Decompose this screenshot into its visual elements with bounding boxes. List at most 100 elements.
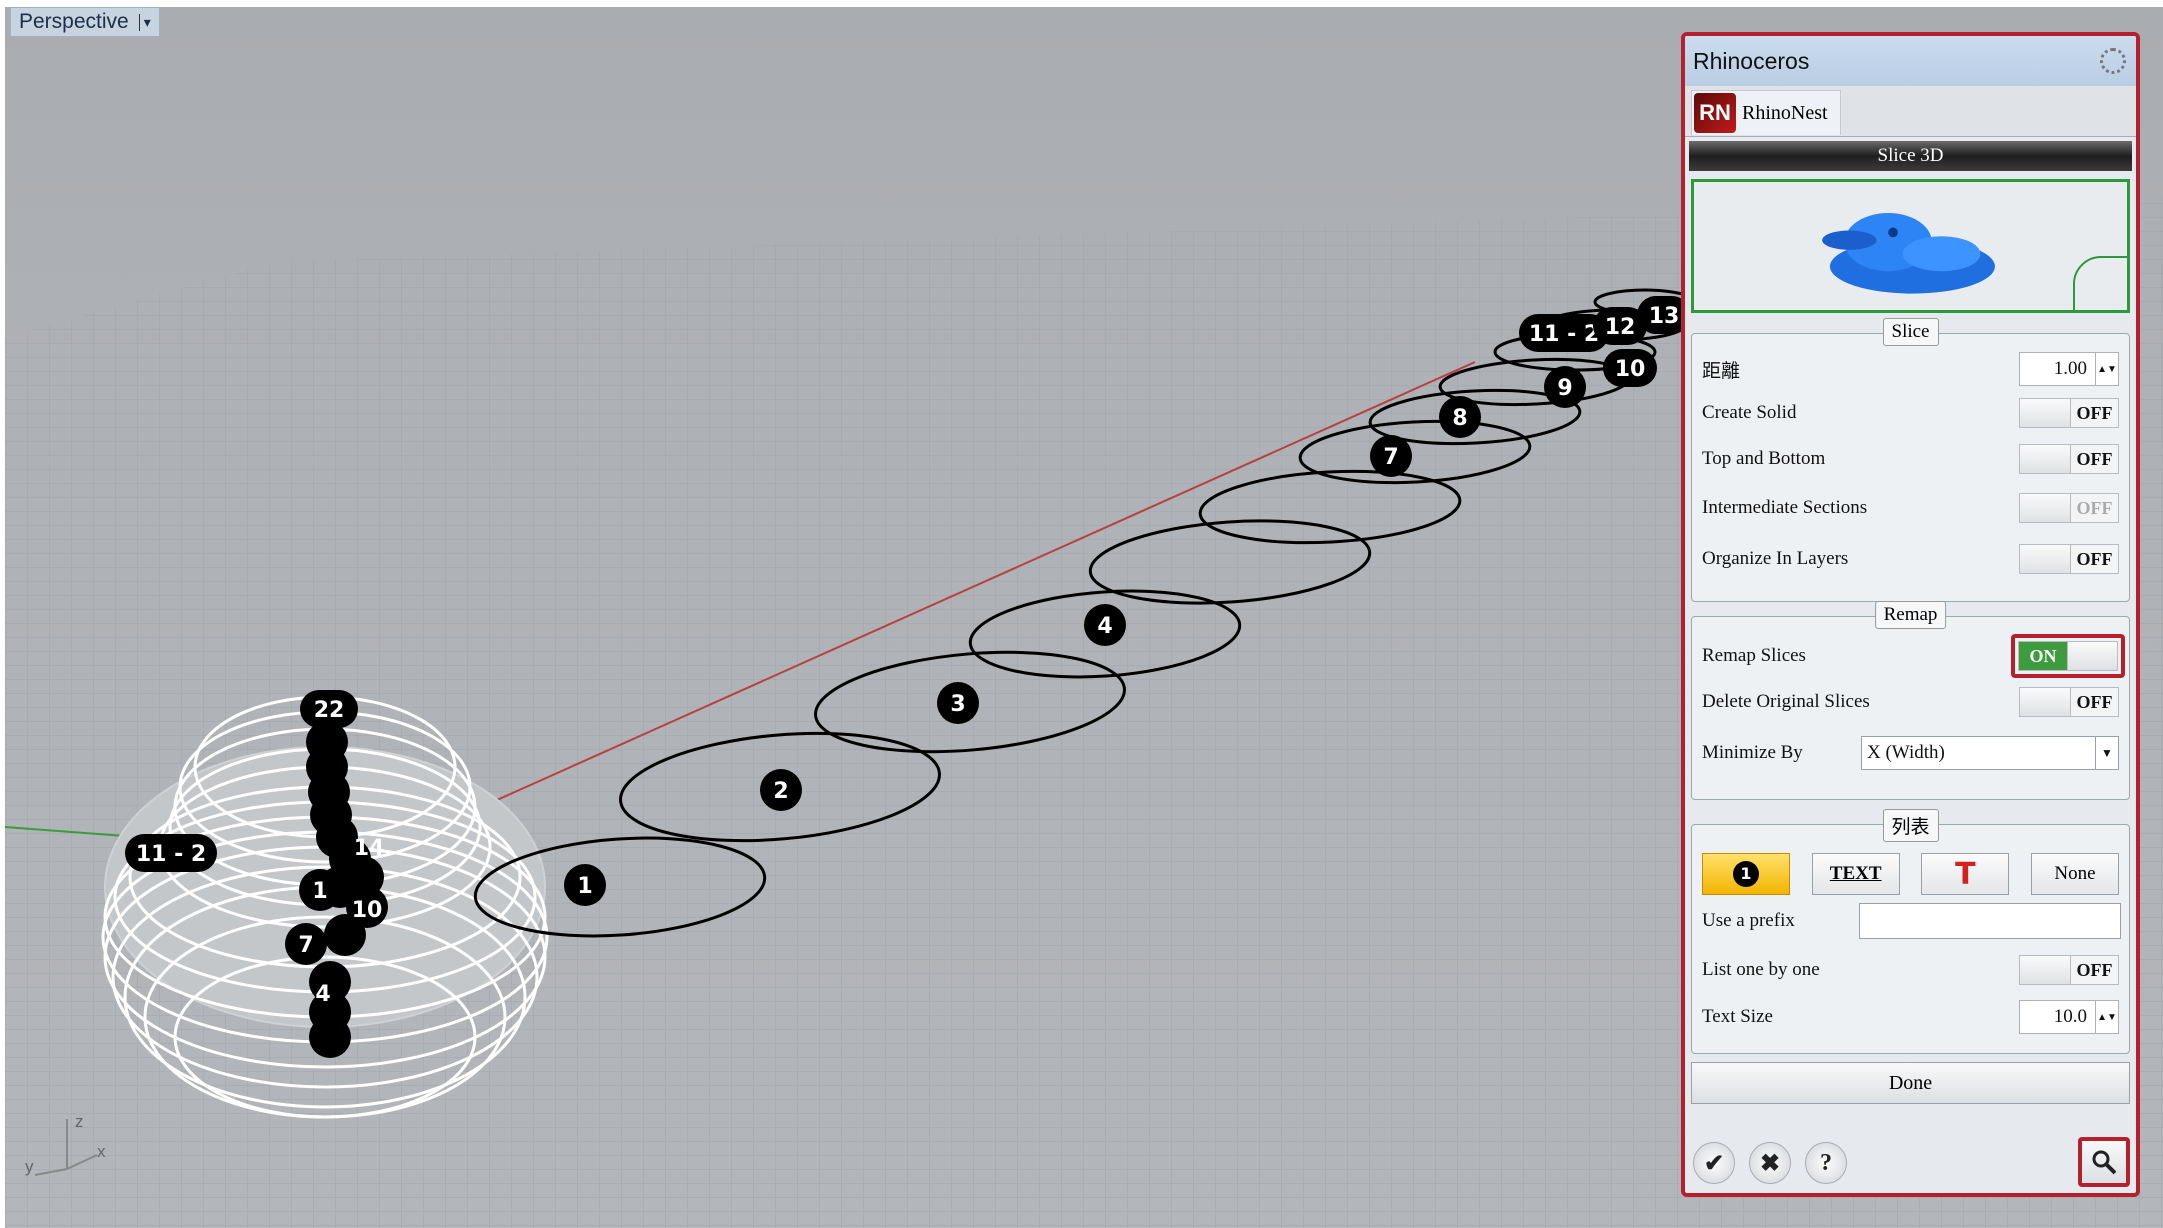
duck-label-1: 1 <box>299 869 341 911</box>
svg-text:9: 9 <box>1557 376 1572 401</box>
use-prefix-row: Use a prefix <box>1692 895 2129 947</box>
spinner-arrows-icon[interactable]: ▲▼ <box>2095 1001 2118 1033</box>
duck-label-14: 14 <box>354 836 385 861</box>
search-icon <box>2092 1150 2117 1175</box>
slice-label-2: 2 <box>760 769 802 811</box>
chevron-down-icon[interactable]: ▼ <box>2095 737 2118 769</box>
slice-label-1: 1 <box>564 864 606 906</box>
tab-rhinonest-label: RhinoNest <box>1742 101 1828 124</box>
svg-text:1: 1 <box>312 879 327 904</box>
slice-label-3: 3 <box>937 682 979 724</box>
text-outline-button[interactable]: T <box>1921 853 2010 895</box>
svg-text:7: 7 <box>1383 445 1398 470</box>
create-solid-label: Create Solid <box>1702 402 1797 423</box>
svg-text:13: 13 <box>1649 304 1680 329</box>
minimize-by-label: Minimize By <box>1702 742 1803 763</box>
slice-group-title: Slice <box>1882 318 1939 346</box>
svg-text:z: z <box>75 1112 84 1131</box>
top-bottom-row: Top and Bottom OFF <box>1692 436 2129 482</box>
use-prefix-label: Use a prefix <box>1702 910 1795 931</box>
intermediate-row: Intermediate Sections OFF <box>1692 482 2129 534</box>
viewport-title: Perspective <box>19 10 129 33</box>
tab-rhinonest[interactable]: RN RhinoNest <box>1691 90 1841 135</box>
organize-label: Organize In Layers <box>1702 548 1849 569</box>
spinner-arrows-icon[interactable]: ▲▼ <box>2095 353 2118 385</box>
axis-gizmo: z x y <box>25 1112 106 1176</box>
delete-original-row: Delete Original Slices OFF <box>1692 679 2129 725</box>
duck-label-stack <box>300 690 388 1058</box>
remap-group-title: Remap <box>1874 601 1947 629</box>
distance-value[interactable]: 1.00 <box>2053 358 2087 379</box>
svg-text:4: 4 <box>1097 614 1112 639</box>
text-size-value[interactable]: 10.0 <box>2053 1006 2087 1027</box>
svg-text:1: 1 <box>577 874 592 899</box>
remap-slices-toggle[interactable]: ON <box>2018 641 2118 671</box>
panel-tab-strip: RN RhinoNest <box>1685 86 2136 137</box>
rhino-panel: Rhinoceros RN RhinoNest Slice 3D Slice 距… <box>1681 32 2140 1197</box>
number-circle-button[interactable]: 1 <box>1702 853 1790 895</box>
delete-original-toggle[interactable]: OFF <box>2019 687 2119 717</box>
svg-text:10: 10 <box>1615 357 1646 382</box>
ok-checkmark-icon[interactable]: ✔ <box>1693 1142 1735 1184</box>
done-button[interactable]: Done <box>1691 1062 2130 1104</box>
duck-label-11-2: 11 - 2 <box>125 834 217 872</box>
remap-group: Remap Remap Slices ON Delete Original Sl… <box>1691 601 2130 800</box>
svg-text:22: 22 <box>314 698 345 723</box>
number-circle-icon: 1 <box>1733 861 1759 887</box>
text-style-button[interactable]: TEXT <box>1811 853 1900 895</box>
svg-text:x: x <box>97 1142 106 1161</box>
list-one-by-one-label: List one by one <box>1702 959 1820 980</box>
slice-label-12: 12 <box>1593 307 1647 345</box>
top-bottom-label: Top and Bottom <box>1702 448 1826 469</box>
distance-row: 距離 1.00 ▲▼ <box>1692 348 2129 390</box>
duck-label-4: 4 <box>315 982 330 1007</box>
search-button[interactable] <box>2078 1137 2130 1187</box>
slice-group: Slice 距離 1.00 ▲▼ Create Solid OFF Top an… <box>1691 318 2130 602</box>
slice-label-13: 13 <box>1637 296 1691 334</box>
svg-text:8: 8 <box>1452 406 1467 431</box>
prefix-input[interactable] <box>1859 903 2121 939</box>
panel-title: Rhinoceros <box>1693 47 1810 74</box>
svg-text:11 - 2: 11 - 2 <box>1529 322 1599 347</box>
list-one-by-one-toggle[interactable]: OFF <box>2019 955 2119 985</box>
viewport-title-tab[interactable]: Perspective ▾ <box>10 7 160 37</box>
slice-3d-header: Slice 3D <box>1689 141 2132 171</box>
text-outline-icon: T <box>1955 856 1976 892</box>
svg-text:2: 2 <box>773 779 788 804</box>
create-solid-toggle[interactable]: OFF <box>2019 398 2119 428</box>
duck-label-22: 22 <box>314 698 345 723</box>
text-size-spinner[interactable]: 10.0 ▲▼ <box>2019 1000 2119 1034</box>
none-button[interactable]: None <box>2030 853 2119 895</box>
remap-slices-label: Remap Slices <box>1702 645 1806 666</box>
list-group: 列表 1 TEXT T None Use a prefix List one b… <box>1691 809 2130 1054</box>
color-wheel-icon[interactable] <box>2073 256 2129 312</box>
remap-slices-row: Remap Slices ON <box>1692 633 2129 679</box>
svg-text:11 - 2: 11 - 2 <box>136 842 206 867</box>
viewport-canvas[interactable]: 1 2 3 4 7 8 9 10 11 - 2 12 13 22 11 - 2 … <box>5 7 2163 1228</box>
slice-label-10: 10 <box>1603 349 1657 387</box>
svg-text:3: 3 <box>950 692 965 717</box>
distance-spinner[interactable]: 1.00 ▲▼ <box>2019 352 2119 386</box>
minimize-by-select[interactable]: X (Width) ▼ <box>1861 736 2119 770</box>
slice-label-11-2-trail: 11 - 2 <box>1519 314 1609 352</box>
svg-text:4: 4 <box>315 982 330 1007</box>
top-bottom-toggle[interactable]: OFF <box>2019 444 2119 474</box>
slice-label-9: 9 <box>1544 366 1586 408</box>
cancel-x-icon[interactable]: ✖ <box>1749 1142 1791 1184</box>
organize-toggle[interactable]: OFF <box>2019 544 2119 574</box>
text-size-row: Text Size 10.0 ▲▼ <box>1692 993 2129 1041</box>
duck-preview-icon <box>1822 212 1995 294</box>
viewport-menu-caret-icon[interactable]: ▾ <box>138 13 151 31</box>
slice-label-7: 7 <box>1370 435 1412 477</box>
help-question-icon[interactable]: ? <box>1805 1142 1847 1184</box>
svg-text:y: y <box>25 1157 34 1176</box>
slice-outlines <box>473 288 1697 938</box>
svg-text:14: 14 <box>354 836 385 861</box>
preview-thumbnail <box>1691 179 2130 313</box>
gear-icon[interactable] <box>2100 48 2126 74</box>
rhinonest-logo-icon: RN <box>1694 93 1736 133</box>
intermediate-toggle: OFF <box>2019 493 2119 523</box>
delete-original-label: Delete Original Slices <box>1702 691 1870 712</box>
label-format-buttons: 1 TEXT T None <box>1692 853 2129 895</box>
minimize-by-value: X (Width) <box>1867 742 1945 763</box>
